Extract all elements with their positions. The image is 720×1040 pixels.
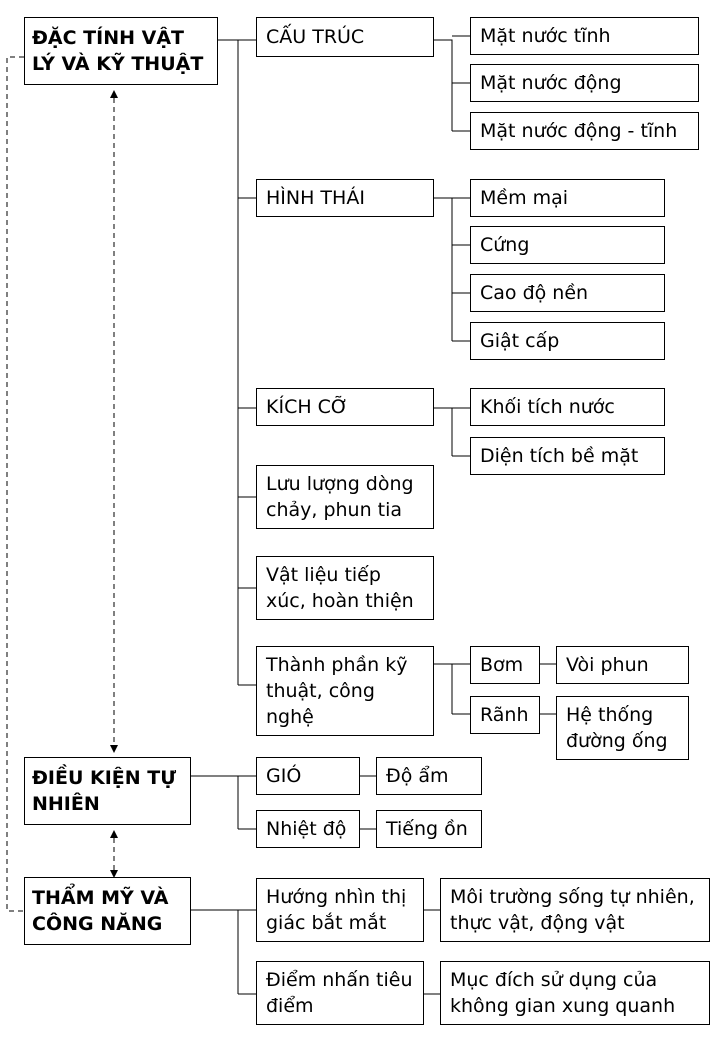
node-humidity: Độ ẩm <box>376 757 482 795</box>
node-humidity-label: Độ ẩm <box>386 765 449 787</box>
main-aesthetic-label: THẨM MỸ VÀ CÔNG NĂNG <box>32 887 169 935</box>
node-temperature-label: Nhiệt độ <box>266 818 347 840</box>
node-material-label: Vật liệu tiếp xúc, hoàn thiện <box>266 564 414 612</box>
node-size-area-label: Diện tích bề mặt <box>480 445 639 467</box>
node-structure-mixed-label: Mặt nước động - tĩnh <box>480 120 678 142</box>
node-focal: Điểm nhấn tiêu điểm <box>256 961 424 1025</box>
node-form-cascade: Giật cấp <box>470 322 665 360</box>
node-tech-nozzle: Vòi phun <box>556 646 689 684</box>
node-focal-label: Điểm nhấn tiêu điểm <box>266 969 413 1017</box>
main-physical-technical: ĐẶC TÍNH VẬT LÝ VÀ KỸ THUẬT <box>24 17 218 85</box>
node-purpose: Mục đích sử dụng của không gian xung qua… <box>440 961 710 1025</box>
node-structure-label: CẤU TRÚC <box>266 26 365 48</box>
node-form-elevation-label: Cao độ nền <box>480 282 589 304</box>
node-tech-nozzle-label: Vòi phun <box>566 654 649 676</box>
node-tech-pipes-label: Hệ thống đường ống <box>566 704 668 752</box>
node-tech-pump: Bơm <box>470 646 540 684</box>
node-tech-channel: Rãnh <box>470 696 540 734</box>
node-flow-label: Lưu lượng dòng chảy, phun tia <box>266 473 414 521</box>
node-tech: Thành phần kỹ thuật, công nghệ <box>256 646 434 736</box>
node-structure: CẤU TRÚC <box>256 17 434 57</box>
node-temperature: Nhiệt độ <box>256 810 360 848</box>
node-size-volume-label: Khối tích nước <box>480 396 615 418</box>
node-tech-channel-label: Rãnh <box>480 704 529 726</box>
node-size: KÍCH CỠ <box>256 388 434 426</box>
main-natural-conditions: ĐIỀU KIỆN TỰ NHIÊN <box>24 757 191 825</box>
node-tech-pipes: Hệ thống đường ống <box>556 696 689 760</box>
node-form: HÌNH THÁI <box>256 179 434 217</box>
node-purpose-label: Mục đích sử dụng của không gian xung qua… <box>450 969 676 1017</box>
main-physical-label: ĐẶC TÍNH VẬT LÝ VÀ KỸ THUẬT <box>32 27 204 75</box>
node-structure-still-label: Mặt nước tĩnh <box>480 25 611 47</box>
node-tech-label: Thành phần kỹ thuật, công nghệ <box>266 654 408 728</box>
node-form-soft: Mềm mại <box>470 179 665 217</box>
node-wind: GIÓ <box>256 757 360 795</box>
node-view-label: Hướng nhìn thị giác bắt mắt <box>266 886 407 934</box>
node-wind-label: GIÓ <box>266 765 302 787</box>
node-form-soft-label: Mềm mại <box>480 187 569 209</box>
node-size-label: KÍCH CỠ <box>266 396 349 418</box>
node-size-area: Diện tích bề mặt <box>470 437 665 475</box>
node-environment: Môi trường sống tự nhiên, thực vật, động… <box>440 878 710 942</box>
node-form-elevation: Cao độ nền <box>470 274 665 312</box>
node-structure-still: Mặt nước tĩnh <box>470 17 699 55</box>
node-structure-moving: Mặt nước động <box>470 64 699 102</box>
node-flow: Lưu lượng dòng chảy, phun tia <box>256 465 434 529</box>
node-form-hard-label: Cứng <box>480 234 530 256</box>
main-natural-label: ĐIỀU KIỆN TỰ NHIÊN <box>32 767 177 815</box>
node-form-label: HÌNH THÁI <box>266 187 365 209</box>
node-material: Vật liệu tiếp xúc, hoàn thiện <box>256 556 434 620</box>
node-view: Hướng nhìn thị giác bắt mắt <box>256 878 424 942</box>
node-form-cascade-label: Giật cấp <box>480 330 560 352</box>
node-size-volume: Khối tích nước <box>470 388 665 426</box>
main-aesthetic-function: THẨM MỸ VÀ CÔNG NĂNG <box>24 877 191 945</box>
node-structure-mixed: Mặt nước động - tĩnh <box>470 112 699 150</box>
node-noise: Tiếng ồn <box>376 810 482 848</box>
node-structure-moving-label: Mặt nước động <box>480 72 622 94</box>
node-tech-pump-label: Bơm <box>480 654 524 676</box>
node-environment-label: Môi trường sống tự nhiên, thực vật, động… <box>450 886 695 934</box>
node-form-hard: Cứng <box>470 226 665 264</box>
node-noise-label: Tiếng ồn <box>386 818 468 840</box>
